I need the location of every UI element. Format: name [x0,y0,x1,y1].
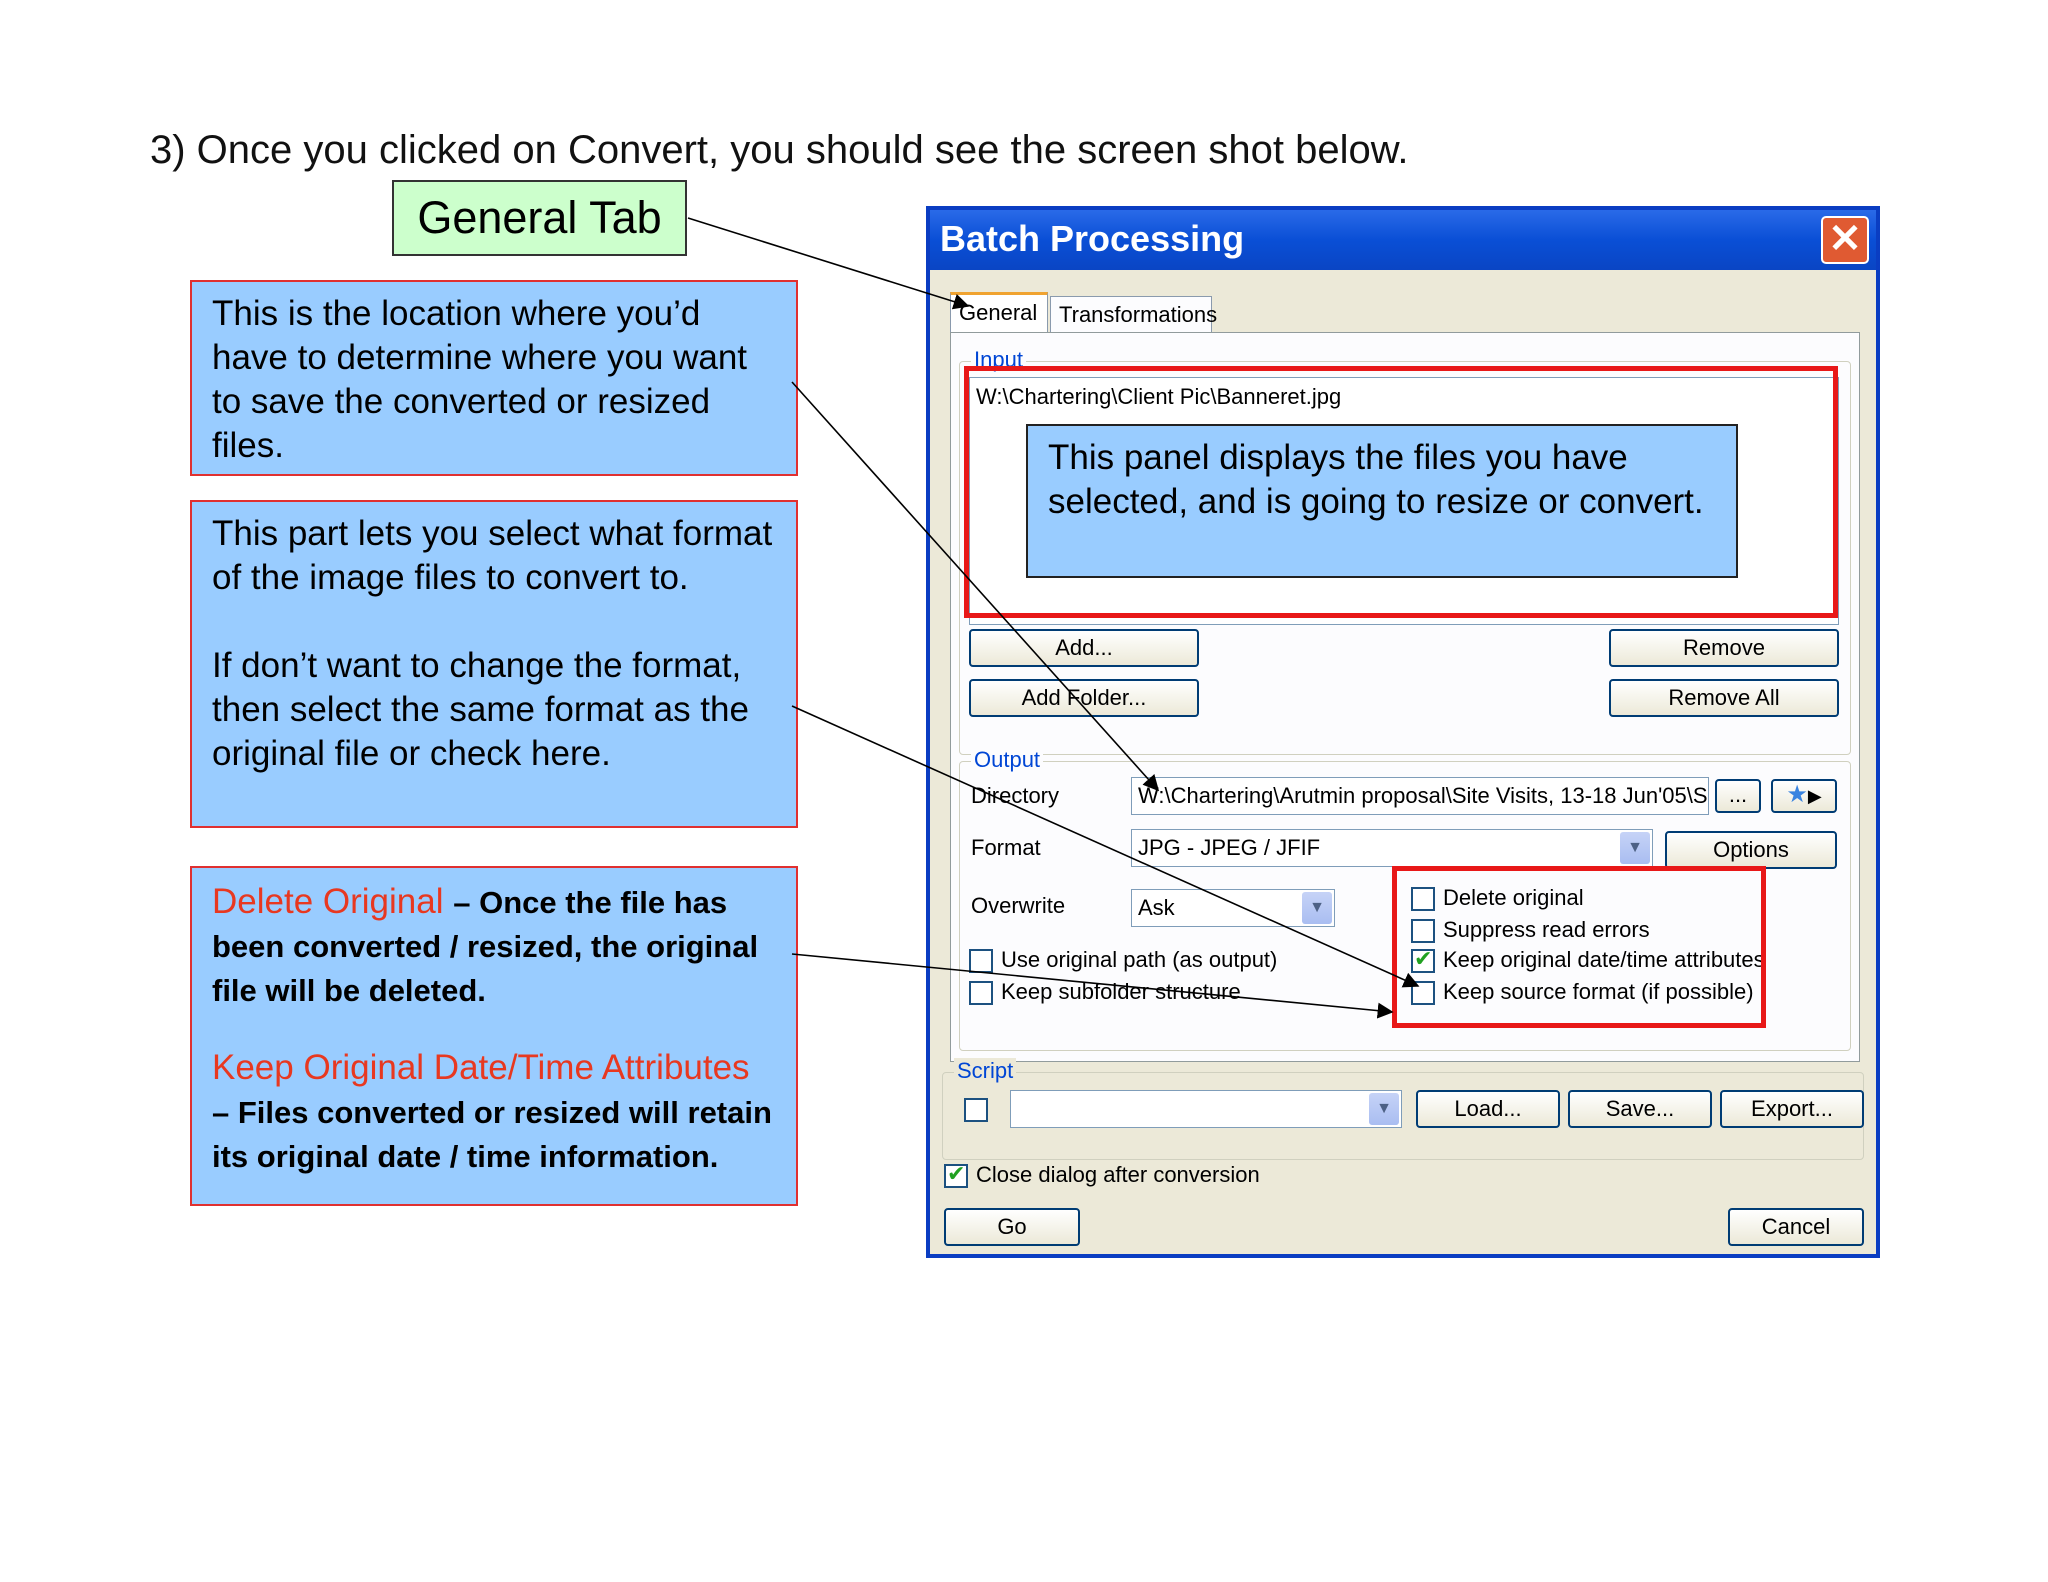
panel-note-text: This panel displays the files you have s… [1048,438,1704,521]
format-callout-text-1: This part lets you select what format of… [212,514,773,597]
input-group [959,361,1851,755]
arrow-general-tab [687,217,970,310]
remove-all-button[interactable]: Remove All [1609,679,1839,717]
delete-original-desc: – Once the file has been converted / res… [212,885,759,1008]
save-script-button[interactable]: Save... [1568,1090,1712,1128]
browse-button[interactable]: ... [1715,779,1761,813]
tab-transformations[interactable]: Transformations [1050,296,1217,334]
format-callout-text-2: If don’t want to change the format, then… [212,646,749,773]
output-group-label: Output [971,747,1044,773]
chevron-down-icon[interactable]: ▼ [1369,1093,1399,1125]
arrow-keep-source-format [791,705,1420,988]
star-icon: ★ [1786,781,1808,808]
file-list-item[interactable]: W:\Chartering\Client Pic\Banneret.jpg [976,384,1342,409]
chevron-down-icon[interactable]: ▼ [1302,892,1332,924]
options-highlight-box [1392,866,1766,1028]
suppress-errors-row[interactable]: Suppress read errors [1411,917,1650,944]
close-after-row[interactable]: Close dialog after conversion [944,1161,1260,1189]
script-enable-checkbox[interactable] [964,1098,988,1122]
format-label: Format [971,835,1041,860]
arrow-directory [791,381,1160,792]
directory-label: Directory [971,783,1060,808]
delete-original-label: Delete original [1443,885,1584,910]
general-tab-callout: General Tab [392,180,687,256]
use-original-path-label: Use original path (as output) [1001,947,1278,972]
favorites-button[interactable]: ★▶ [1771,779,1837,813]
options-callout: Delete Original – Once the file has been… [190,866,798,1206]
arrow-options [791,953,1394,1019]
script-group-label: Script [954,1058,1017,1084]
script-enable-row[interactable] [964,1098,988,1122]
dialog-title: Batch Processing [940,218,1245,259]
keep-datetime-label: Keep original date/time attributes [1443,947,1765,972]
delete-original-row[interactable]: Delete original [1411,885,1584,912]
keep-subfolder-checkbox[interactable] [969,981,993,1006]
panel-note-callout: This panel displays the files you have s… [1026,424,1738,578]
general-panel: Input W:\Chartering\Client Pic\Banneret.… [950,332,1860,1062]
close-after-label: Close dialog after conversion [976,1162,1260,1187]
title-bar: Batch Processing ✕ [930,210,1876,270]
location-callout: This is the location where you’d have to… [190,280,798,476]
input-highlight-box [964,366,1838,618]
tab-general[interactable]: General [950,292,1048,334]
overwrite-label: Overwrite [971,893,1066,918]
suppress-errors-checkbox[interactable] [1411,919,1435,944]
format-select-value: JPG - JPEG / JFIF [1138,835,1321,860]
page-heading: 3) Once you clicked on Convert, you shou… [150,128,1409,172]
format-callout: This part lets you select what format of… [190,500,798,828]
keep-source-format-row[interactable]: Keep source format (if possible) [1411,979,1754,1006]
remove-button[interactable]: Remove [1609,629,1839,667]
output-group [959,761,1851,1051]
keep-source-format-label: Keep source format (if possible) [1443,979,1754,1004]
overwrite-select[interactable]: Ask ▼ [1131,889,1335,927]
chevron-down-icon[interactable]: ▼ [1620,832,1650,864]
close-after-checkbox[interactable] [944,1161,968,1189]
suppress-errors-label: Suppress read errors [1443,917,1650,942]
load-script-button[interactable]: Load... [1416,1090,1560,1128]
keep-datetime-row[interactable]: Keep original date/time attributes [1411,946,1765,974]
keep-subfolder-row[interactable]: Keep subfolder structure [969,979,1241,1006]
keep-datetime-desc: – Files converted or resized will retain… [212,1095,772,1174]
keep-subfolder-label: Keep subfolder structure [1001,979,1241,1004]
keep-datetime-checkbox[interactable] [1411,946,1435,974]
arrow-right-icon: ▶ [1807,786,1822,806]
directory-field[interactable]: W:\Chartering\Arutmin proposal\Site Visi… [1131,777,1709,815]
export-script-button[interactable]: Export... [1720,1090,1864,1128]
batch-processing-dialog: Batch Processing ✕ General Transformatio… [926,206,1880,1258]
go-button[interactable]: Go [944,1208,1080,1246]
overwrite-select-value: Ask [1138,895,1175,920]
delete-original-title: Delete Original [212,882,444,921]
close-icon[interactable]: ✕ [1821,216,1869,264]
add-button[interactable]: Add... [969,629,1199,667]
script-select[interactable]: ▼ [1010,1090,1402,1128]
delete-original-checkbox[interactable] [1411,887,1435,912]
keep-datetime-title: Keep Original Date/Time Attributes [212,1048,750,1087]
location-callout-text: This is the location where you’d have to… [212,294,748,465]
add-folder-button[interactable]: Add Folder... [969,679,1199,717]
cancel-button[interactable]: Cancel [1728,1208,1864,1246]
